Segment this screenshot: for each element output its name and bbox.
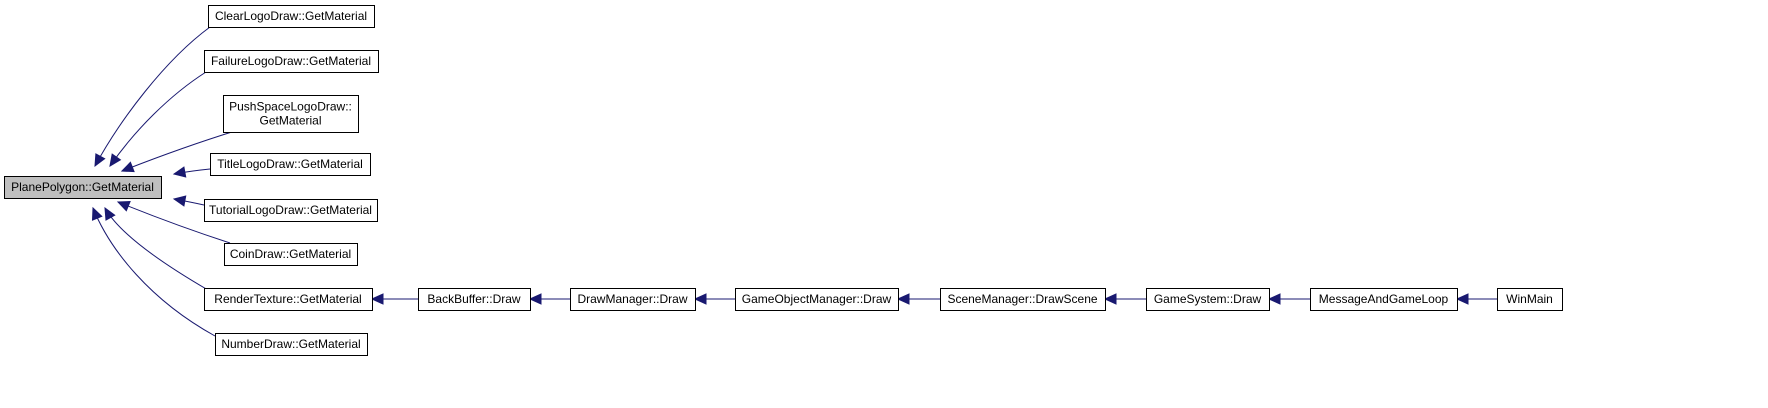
node-scenemgr[interactable]: SceneManager::DrawScene (940, 288, 1106, 311)
node-coin[interactable]: CoinDraw::GetMaterial (224, 243, 358, 266)
node-box (204, 50, 379, 73)
node-label: TitleLogoDraw::GetMaterial (217, 157, 363, 171)
node-box (210, 153, 371, 176)
edge-gomgr-to-drawmgr (693, 293, 735, 305)
edge-coin-to-root (116, 200, 231, 244)
node-box (1310, 288, 1458, 311)
edge-backbuffer-to-rendertex (370, 293, 418, 305)
edge-msgloop-to-gamesys (1267, 293, 1310, 305)
node-box (1146, 288, 1270, 311)
node-title[interactable]: TitleLogoDraw::GetMaterial (210, 153, 371, 176)
node-box (204, 288, 373, 311)
edge-drawmgr-to-backbuffer (528, 293, 570, 305)
node-number[interactable]: NumberDraw::GetMaterial (215, 333, 368, 356)
node-label: BackBuffer::Draw (427, 292, 520, 306)
node-backbuffer[interactable]: BackBuffer::Draw (418, 288, 531, 311)
arrow-icon (91, 206, 103, 221)
edge-line (92, 207, 216, 337)
node-pushspace[interactable]: PushSpaceLogoDraw::GetMaterial (223, 95, 359, 133)
node-label: DrawManager::Draw (577, 292, 687, 306)
edge-failure-to-root (109, 71, 207, 167)
node-failure[interactable]: FailureLogoDraw::GetMaterial (204, 50, 379, 73)
arrow-icon (172, 195, 187, 207)
node-box (735, 288, 899, 311)
node-root[interactable]: PlanePolygon::GetMaterial (4, 176, 162, 199)
arrow-icon (104, 206, 116, 221)
node-winmain[interactable]: WinMain (1497, 288, 1563, 311)
edges-layer (91, 26, 1497, 337)
node-tutorial[interactable]: TutorialLogoDraw::GetMaterial (204, 199, 378, 222)
arrow-icon (896, 293, 910, 305)
node-label: GameObjectManager::Draw (742, 292, 892, 306)
node-label: GetMaterial (259, 114, 321, 128)
node-box (1497, 288, 1563, 311)
edge-number-to-root (91, 206, 216, 337)
arrow-icon (120, 161, 135, 173)
arrow-icon (528, 293, 542, 305)
nodes-layer: PlanePolygon::GetMaterial ClearLogoDraw::… (4, 5, 1563, 356)
node-label: PlanePolygon::GetMaterial (11, 180, 154, 194)
node-clear[interactable]: ClearLogoDraw::GetMaterial (208, 5, 375, 28)
edge-gamesys-to-scenemgr (1103, 293, 1146, 305)
node-box (204, 199, 378, 222)
node-label: SceneManager::DrawScene (947, 292, 1097, 306)
node-rendertex[interactable]: RenderTexture::GetMaterial (204, 288, 373, 311)
node-box (940, 288, 1106, 311)
node-box (4, 176, 162, 199)
node-label: ClearLogoDraw::GetMaterial (215, 9, 367, 23)
node-label: NumberDraw::GetMaterial (221, 337, 360, 351)
node-box (223, 95, 359, 133)
node-box (224, 243, 358, 266)
arrow-icon (172, 166, 187, 178)
arrow-icon (94, 153, 106, 168)
edge-line (104, 207, 209, 291)
node-drawmgr[interactable]: DrawManager::Draw (570, 288, 696, 311)
node-box (418, 288, 531, 311)
node-label: PushSpaceLogoDraw:: (229, 100, 352, 114)
edge-clear-to-root (94, 26, 211, 168)
edge-title-to-root (172, 166, 211, 178)
arrow-icon (109, 153, 122, 167)
node-label: FailureLogoDraw::GetMaterial (211, 54, 371, 68)
arrow-icon (1267, 293, 1281, 305)
arrow-icon (693, 293, 707, 305)
node-box (215, 333, 368, 356)
edge-rendertex-to-root (104, 206, 209, 291)
node-label: MessageAndGameLoop (1319, 292, 1449, 306)
node-label: WinMain (1506, 292, 1553, 306)
edge-tutorial-to-root (172, 195, 205, 207)
node-label: GameSystem::Draw (1154, 292, 1262, 306)
edge-winmain-to-msgloop (1455, 293, 1497, 305)
edge-line (109, 71, 207, 167)
node-msgloop[interactable]: MessageAndGameLoop (1310, 288, 1458, 311)
node-label: RenderTexture::GetMaterial (214, 292, 361, 306)
node-box (208, 5, 375, 28)
node-label: CoinDraw::GetMaterial (230, 247, 351, 261)
arrow-icon (1455, 293, 1469, 305)
node-gamesys[interactable]: GameSystem::Draw (1146, 288, 1270, 311)
arrow-icon (370, 293, 384, 305)
edge-pushspace-to-root (120, 130, 236, 173)
edge-line (94, 26, 211, 167)
arrow-icon (116, 200, 131, 212)
node-label: TutorialLogoDraw::GetMaterial (209, 203, 372, 217)
node-gomgr[interactable]: GameObjectManager::Draw (735, 288, 899, 311)
arrow-icon (1103, 293, 1117, 305)
node-box (570, 288, 696, 311)
edge-scenemgr-to-gomgr (896, 293, 940, 305)
